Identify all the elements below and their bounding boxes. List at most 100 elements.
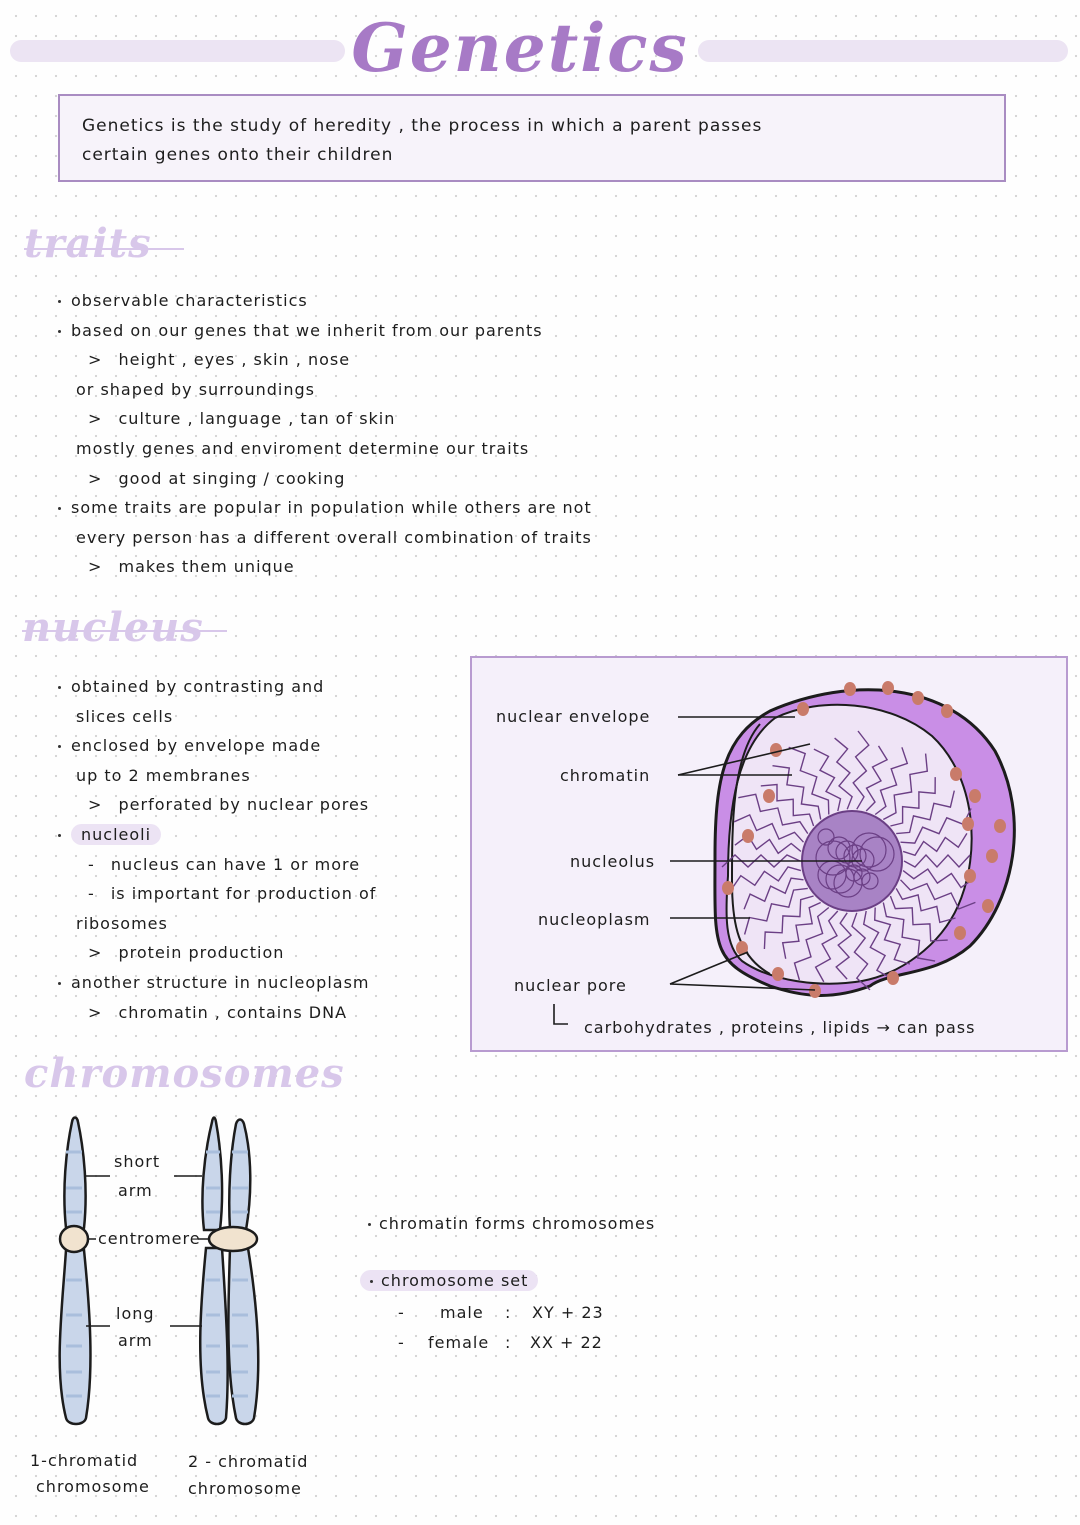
chromatin-thread — [788, 746, 830, 815]
nuclear-pore — [964, 869, 976, 883]
chromatid-single-upper — [63, 1116, 87, 1235]
nuclear-pore — [950, 767, 962, 781]
header-bar-right — [698, 40, 1068, 62]
male-dash: - — [398, 1303, 405, 1322]
list-item: > makes them unique — [88, 557, 295, 576]
list-item-text: another structure in nucleoplasm — [71, 973, 370, 992]
list-item: or shaped by surroundings — [76, 380, 315, 399]
nucleolus-stroke — [859, 836, 895, 872]
nuclear-pore — [809, 984, 821, 998]
nuclear-pores — [722, 681, 1006, 998]
nucleolus-stroke — [853, 868, 871, 886]
nucleolus-stroke — [815, 840, 851, 876]
list-item-text: nucleus can have 1 or more — [110, 854, 361, 874]
chromatin-thread — [781, 901, 821, 959]
list-item: mostly genes and enviroment determine ou… — [76, 439, 529, 458]
list-item-text: observable characteristics — [71, 291, 308, 310]
list-item: - nucleus can have 1 or more — [88, 855, 360, 874]
label-short-arm-2: arm — [118, 1181, 153, 1200]
bullet-dot — [370, 1280, 373, 1283]
nuclear-pore — [736, 941, 748, 955]
list-item: enclosed by envelope made — [58, 736, 321, 755]
list-item-text: or shaped by surroundings — [76, 379, 315, 399]
two-chromatid-chromosome — [199, 1116, 260, 1426]
nucleus-heading: nucleus — [22, 604, 204, 651]
list-item-text: height , eyes , skin , nose — [118, 350, 351, 370]
header-bar-left — [10, 40, 345, 62]
bullet-dot — [58, 507, 61, 511]
chromatin-thread — [895, 888, 956, 924]
list-item-text: nucleoli — [71, 824, 162, 845]
nuclear-pore — [982, 899, 994, 913]
list-item: based on our genes that we inherit from … — [58, 321, 543, 340]
chromatin-thread — [730, 866, 802, 891]
label-nuclear-envelope: nuclear envelope — [496, 707, 651, 726]
female-value: XX + 22 — [530, 1333, 603, 1352]
list-item-text: culture , language , tan of skin — [118, 409, 396, 429]
one-chromatid-chromosome — [58, 1116, 92, 1426]
pass-arrow-hook — [553, 1004, 568, 1025]
label-nucleolus: nucleolus — [570, 852, 656, 871]
list-item: > perforated by nuclear pores — [88, 795, 369, 814]
list-item: some traits are popular in population wh… — [58, 498, 592, 517]
list-item: > good at singing / cooking — [88, 469, 345, 488]
leader-pore-a — [669, 951, 749, 985]
nuclear-pore — [763, 789, 775, 803]
traits-heading-underline — [24, 248, 184, 250]
chromatin-thread — [852, 730, 870, 810]
chromosome-set-heading-text: chromosome set — [381, 1271, 529, 1290]
list-item: > chromatin , contains DNA — [88, 1003, 347, 1022]
list-item-text: makes them unique — [118, 557, 295, 577]
chromosome-set-heading: chromosome set — [360, 1270, 539, 1291]
nuclear-pore — [722, 881, 734, 895]
chromatid-left-upper — [201, 1116, 224, 1232]
bullet-marker: > — [88, 943, 109, 963]
nucleolus-stroke — [827, 836, 851, 860]
chromatin-thread — [903, 853, 971, 869]
list-item: > height , eyes , skin , nose — [88, 350, 350, 369]
list-item-text: perforated by nuclear pores — [118, 795, 370, 815]
chromatin-thread — [882, 902, 936, 962]
page-title: Genetics — [351, 9, 689, 87]
chromatin-thread — [760, 783, 815, 827]
chromatin-thread — [793, 906, 830, 981]
male-colon: : — [505, 1303, 512, 1322]
female-dash: - — [398, 1333, 405, 1352]
chromatin-thread — [889, 895, 948, 942]
bullet-marker: > — [88, 409, 109, 429]
nuclear-pore — [912, 691, 924, 705]
label-two-chromatid-1: 2 - chromatid — [188, 1452, 309, 1471]
bullet-marker: > — [88, 795, 109, 815]
chromatid-single-lower — [58, 1248, 92, 1426]
list-item-text: protein production — [118, 943, 285, 963]
label-pass-note: carbohydrates , proteins , lipids → can … — [584, 1018, 976, 1037]
nucleus-heading-underline — [22, 630, 227, 632]
label-chromatin: chromatin — [560, 766, 651, 785]
label-nuclear-pore: nuclear pore — [514, 976, 627, 995]
chromatin-thread — [899, 879, 976, 910]
bullet-dot — [368, 1223, 371, 1226]
label-long-arm-1: long — [116, 1304, 155, 1323]
chromatid-bands-single — [66, 1150, 82, 1398]
chromatin-thread — [772, 765, 822, 820]
label-two-chromatid-2: chromosome — [188, 1479, 302, 1498]
nucleus-diagram — [553, 681, 1016, 1025]
female-colon: : — [505, 1333, 512, 1352]
nuclear-pore — [954, 926, 966, 940]
chromatin-thread — [865, 745, 889, 812]
chromosome-illustration — [58, 1116, 260, 1426]
nucleolus-texture — [815, 828, 895, 898]
chromatin-threads — [721, 730, 976, 991]
nuclear-pore — [882, 681, 894, 695]
centromere-single — [58, 1224, 90, 1254]
bullet-marker: > — [88, 1002, 109, 1022]
list-item: up to 2 membranes — [76, 766, 251, 785]
chromatin-thread — [763, 895, 814, 950]
list-item-text: enclosed by envelope made — [71, 736, 322, 756]
bullet-marker: > — [88, 468, 109, 488]
list-item-text: good at singing / cooking — [118, 468, 346, 488]
bullet-dot — [58, 745, 61, 749]
list-item: > protein production — [88, 943, 284, 962]
chromosomes-heading: chromosomes — [24, 1050, 345, 1097]
list-item-text: some traits are popular in population wh… — [71, 498, 592, 518]
